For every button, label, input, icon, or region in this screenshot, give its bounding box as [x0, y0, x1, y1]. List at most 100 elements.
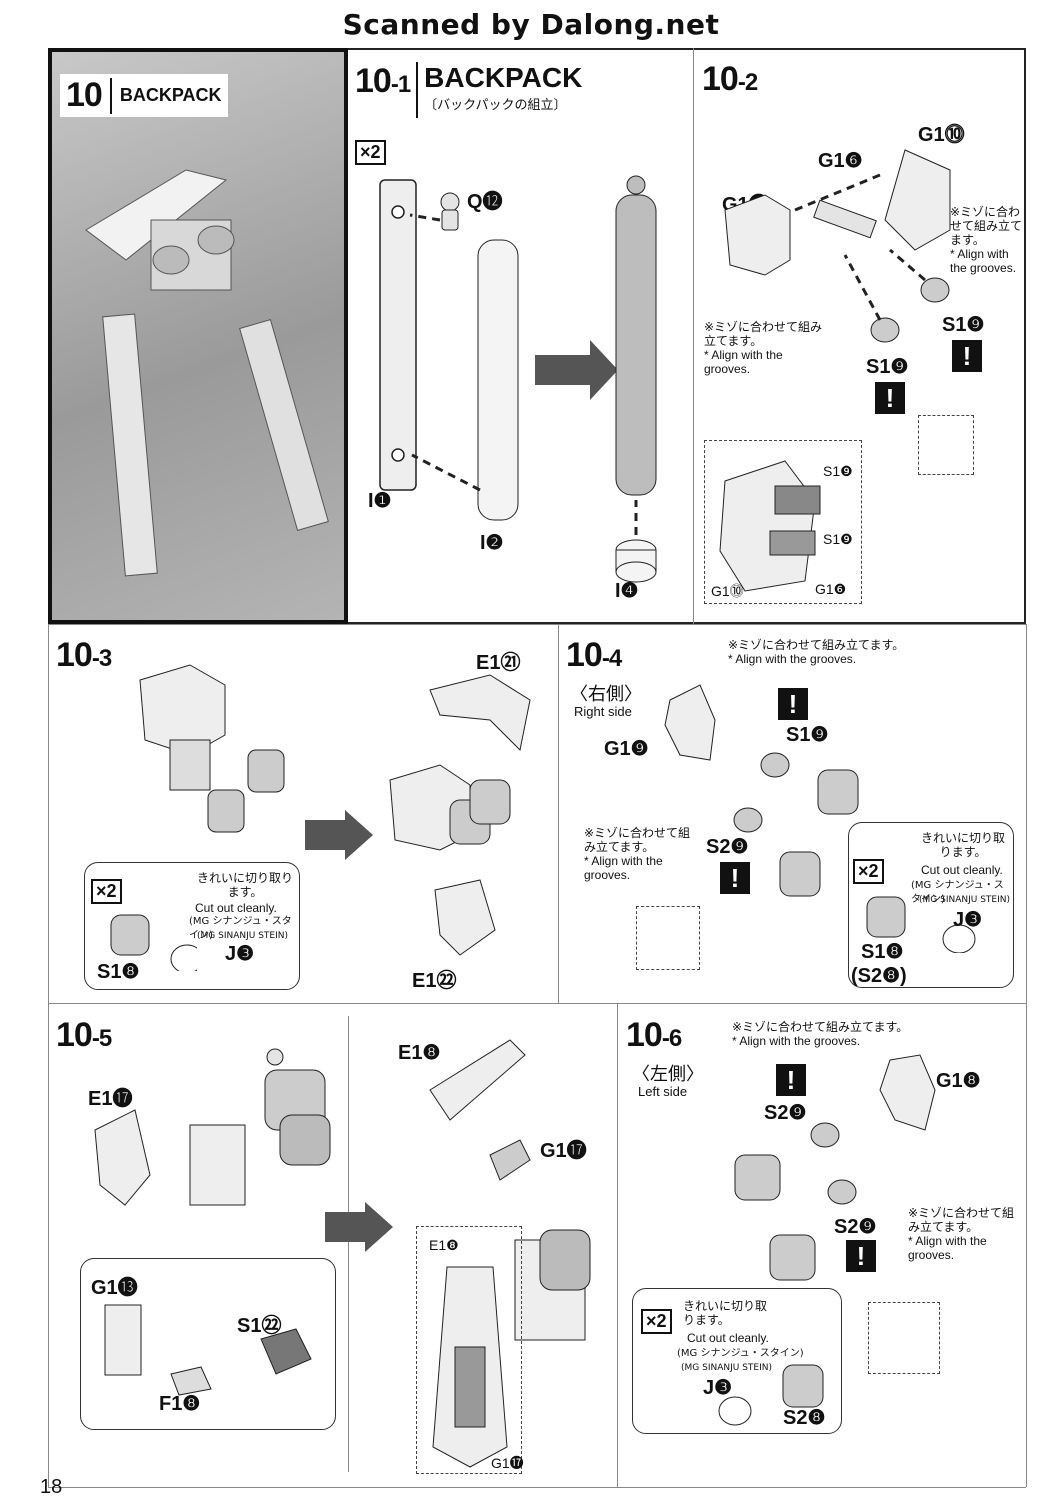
part-i4: I❹ [615, 580, 639, 602]
cut-box-part-s18: S1❽ [861, 941, 904, 963]
cut-box-kit-jp: (MG シナンジュ・スタイン) [677, 1348, 804, 1359]
step10-1-header: 10-1 BACKPACK 〔バックパックの組立〕 [355, 62, 582, 118]
step10-4-cut-box: ×2 きれいに切り取ります。 Cut out cleanly. (MG シナンジ… [848, 822, 1014, 988]
step10-2-number: 10 [702, 60, 739, 98]
ball-joint-part [440, 192, 460, 231]
cut-box-drawing [110, 914, 197, 971]
detail-part-s19b: S1❾ [823, 531, 853, 547]
step10-5-sub: -5 [91, 1025, 112, 1052]
note-left-jp: ※ミゾに合わせて組み立てます。 [704, 320, 823, 348]
step10-4-note-left: ※ミゾに合わせて組み立てます。 * Align with the grooves… [584, 826, 694, 882]
step10-4-side-jp: 〈右側〉 [570, 684, 642, 705]
part-s19-right: S1❾ [942, 314, 985, 336]
warning-icon: ! [875, 382, 905, 414]
ring-part [615, 539, 657, 583]
step10-5-drawing-top [94, 1048, 331, 1206]
groove-detail-box [918, 415, 974, 475]
step10-5-detail-dashbox: E1❽ G1⓱ [416, 1226, 524, 1474]
step10-2-detail-box: S1❾ S1❾ G1⓾ G1❻ [704, 440, 862, 604]
note-left-jp: ※ミゾに合わせて組み立てます。 [584, 826, 691, 854]
step10-5-drawing-right [429, 1039, 591, 1341]
part-g17: G1⓱ [540, 1140, 587, 1162]
detail-drawing [432, 1266, 508, 1468]
part-g10: G1⓾ [918, 124, 965, 146]
step10-5-detail-box: G1⓭ S1㉒ F1❽ [80, 1258, 336, 1430]
step10-6-sub: -6 [661, 1025, 682, 1052]
step10-2-drawing [724, 149, 951, 343]
part-s19: S1❾ [786, 724, 829, 746]
part-s29-mid: S2❾ [834, 1216, 877, 1238]
step10-4-number: 10 [566, 636, 603, 674]
cut-box-multiplier: ×2 [853, 859, 884, 884]
part-g18: G1❽ [936, 1070, 981, 1092]
part-s19-left: S1❾ [866, 356, 909, 378]
step10-1-sub: -1 [390, 71, 411, 98]
step10-6-side-en: Left side [638, 1084, 688, 1099]
cut-box-part-j3: J❸ [703, 1377, 733, 1399]
step10-5-arrow [325, 1202, 393, 1252]
cut-box-kit-jp: (MG シナンジュ・スタイン) [911, 880, 1004, 905]
part-e18: E1❽ [398, 1042, 441, 1064]
cut-box-jp: きれいに切り取ります。 [920, 831, 1005, 859]
note-right-jp: ※ミゾに合わせて組み立てます。 [908, 1206, 1015, 1234]
cut-box-kit-en: (MG SINANJU STEIN) [197, 931, 288, 941]
cut-box-multiplier: ×2 [91, 879, 122, 904]
part-e22: E1㉒ [412, 970, 457, 992]
warning-icon: ! [778, 688, 808, 720]
step10-1-title: BACKPACK [424, 62, 583, 93]
scan-credit: Scanned by Dalong.net [342, 8, 720, 41]
cut-box-multiplier: ×2 [641, 1309, 672, 1334]
detail-part-f18: F1❽ [159, 1393, 201, 1415]
step10-2-note-left: ※ミゾに合わせて組み立てます。 * Align with the grooves… [704, 320, 824, 376]
step10-3-drawing-left [139, 664, 285, 833]
part-g19: G1❾ [604, 738, 649, 760]
detail-part-s22: S1㉒ [237, 1315, 282, 1337]
step10-5-number: 10 [56, 1016, 93, 1054]
detail-part-g6: G1❻ [815, 581, 847, 597]
assembled-barrel [615, 175, 657, 496]
step10-4-drawing [664, 684, 859, 897]
note-top-jp: ※ミゾに合わせて組み立てます。 [728, 638, 905, 652]
step10-1-multiplier: ×2 [355, 140, 386, 165]
step10-number: 10 [66, 76, 103, 114]
cut-box-kit-en: (MG SINANJU STEIN) [681, 1363, 772, 1373]
barrel-part [477, 239, 519, 521]
step10-6-note-right: ※ミゾに合わせて組み立てます。 * Align with the grooves… [908, 1206, 1018, 1262]
cut-box-kit-jp: (MG シナンジュ・スタイン) [189, 916, 292, 941]
part-q12: Q⓬ [467, 191, 503, 213]
warning-icon: ! [952, 340, 982, 372]
detail-part-e18: E1❽ [429, 1237, 459, 1253]
cut-box-drawing [866, 896, 976, 953]
part-s29-top: S2❾ [764, 1102, 807, 1124]
groove-detail-box [636, 906, 700, 970]
step10-title: BACKPACK [119, 85, 222, 105]
part-s29: S2❾ [706, 836, 749, 858]
detail-part-g10: G1⓾ [711, 583, 744, 599]
step10-6-note-top: ※ミゾに合わせて組み立てます。 * Align with the grooves… [732, 1020, 908, 1048]
backpack-photo [85, 169, 329, 577]
cut-box-jp: きれいに切り取ります。 [683, 1299, 768, 1327]
step10-6-side-jp: 〈左側〉 [632, 1064, 704, 1085]
step-arrow [535, 340, 618, 400]
page-number: 18 [40, 1476, 63, 1498]
step10-1-drawing [379, 175, 657, 583]
detail-part-g17: G1⓱ [491, 1455, 524, 1471]
note-left-en: * Align with the grooves. [704, 348, 783, 376]
cut-box-part-s28: (S2❽) [851, 965, 907, 987]
step10-2-note-right: ※ミゾに合わせて組み立てます。 * Align with the grooves… [950, 205, 1024, 275]
step10-3-number: 10 [56, 636, 93, 674]
step10-1-title-jp: 〔バックパックの組立〕 [424, 98, 567, 113]
cut-box-en: Cut out cleanly. [195, 901, 277, 915]
step10-6-number: 10 [626, 1016, 663, 1054]
step10-6-header: 10-6 [626, 1016, 682, 1055]
note-top-en: * Align with the grooves. [732, 1034, 861, 1048]
step10-6-drawing [734, 1054, 936, 1281]
cut-box-part-s28: S2❽ [783, 1407, 826, 1429]
cut-box-part-j3: J❸ [953, 909, 983, 931]
step10-2-sub: -2 [737, 69, 758, 96]
part-i1: I❶ [368, 490, 392, 512]
note-right-jp: ※ミゾに合わせて組み立てます。 [950, 205, 1023, 247]
warning-icon: ! [776, 1064, 806, 1096]
detail-part-g13: G1⓭ [91, 1277, 138, 1299]
detail-part-s19a: S1❾ [823, 463, 853, 479]
